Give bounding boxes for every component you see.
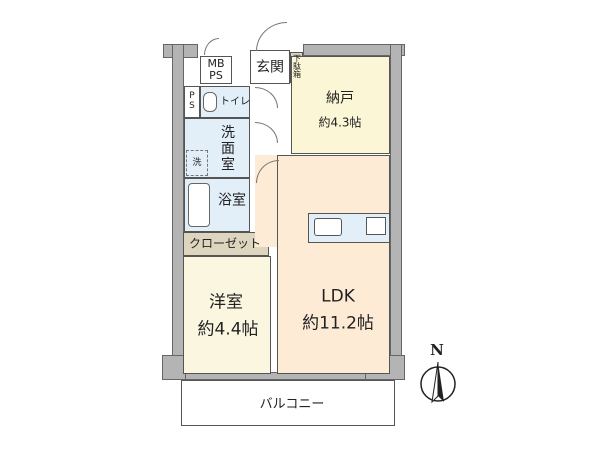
western-room (183, 256, 271, 374)
wall-right (390, 44, 402, 379)
entrance-door (256, 22, 287, 51)
ldk-label: LDK (321, 286, 355, 307)
western-room-label: 洋室 (209, 292, 243, 313)
ldk-area: 約11.2帖 (302, 313, 374, 334)
entrance-label: 玄関 (256, 59, 284, 76)
western-room-area: 約4.4帖 (197, 319, 259, 340)
storage-area: 約4.3帖 (318, 115, 362, 130)
stove-icon (366, 217, 386, 235)
storage-room (291, 56, 390, 154)
wall-top-right (303, 44, 405, 56)
toilet-icon (203, 92, 217, 112)
ldk-border (277, 155, 390, 374)
balcony (181, 380, 395, 426)
bathtub-icon (188, 183, 210, 227)
sink-icon (314, 218, 342, 236)
bath-label: 浴室 (218, 192, 246, 209)
ps-shaft (184, 86, 200, 118)
washer-label: 洗 (192, 158, 202, 169)
washroom (184, 118, 250, 178)
washroom-label: 洗面室 (221, 124, 235, 174)
corridor-door-1 (255, 87, 278, 108)
compass-north-label: N (430, 340, 444, 359)
closet-label: クローゼット (188, 236, 262, 251)
storage-label: 納戸 (326, 90, 354, 107)
toilet-label: トイレ (220, 96, 250, 108)
washer-space (186, 150, 208, 176)
ps-label: P S (189, 91, 195, 111)
shoe-box-label: 下駄箱 (293, 54, 301, 79)
corridor-door-2 (255, 122, 278, 143)
mbps-door (204, 38, 219, 55)
compass-icon (420, 361, 456, 404)
mbps-label: MB PS (207, 56, 225, 82)
mbps-closet (200, 56, 232, 84)
balcony-label: バルコニー (259, 396, 325, 412)
pillar-bottom-left (162, 355, 186, 380)
